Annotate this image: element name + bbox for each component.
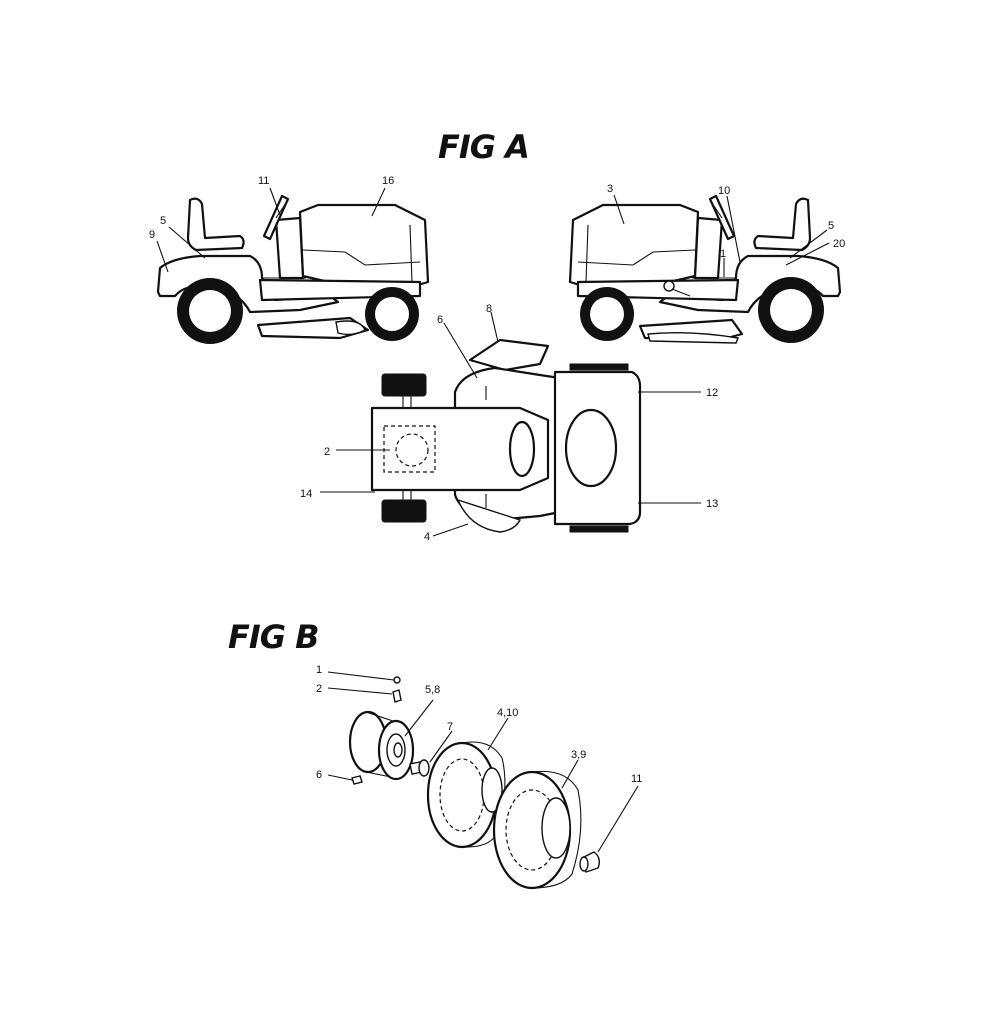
- callout-label: 3,9: [571, 749, 586, 761]
- callout-label: 4,10: [497, 707, 518, 719]
- callout-label: 11: [258, 175, 269, 187]
- tractor-right-view: [568, 194, 842, 344]
- callout-label: 14: [300, 488, 312, 500]
- fig-a-leaders: [156, 187, 830, 537]
- callout-label: 5,8: [425, 684, 440, 696]
- callout-label: 6: [437, 314, 443, 326]
- fig-a-callouts: 11 16 5 9 3 10 5 20 1 6 8 12 2 14 13 4: [149, 175, 845, 543]
- callout-label: 11: [631, 773, 642, 785]
- callout-label: 12: [706, 387, 718, 399]
- callout-label: 3: [607, 183, 613, 195]
- callout-label: 2: [316, 683, 322, 695]
- callout-label: 16: [382, 175, 394, 187]
- callout-label: 8: [486, 303, 492, 315]
- callout-label: 1: [316, 664, 322, 676]
- callout-label: 10: [718, 185, 730, 197]
- tractor-left-view: [156, 194, 430, 344]
- fig-a-title: FIG A: [438, 128, 529, 166]
- wheel-assembly: [348, 676, 601, 890]
- callout-label: 13: [706, 498, 718, 510]
- callout-label: 4: [424, 531, 430, 543]
- callout-label: 20: [833, 238, 845, 250]
- fig-b-title: FIG B: [228, 618, 319, 656]
- callout-label: 7: [447, 721, 453, 733]
- tractor-top-view: [370, 338, 642, 533]
- fig-b-callouts: 1 2 5,8 7 4,10 3,9 6 11: [316, 664, 642, 785]
- callout-label: 5: [828, 220, 834, 232]
- callout-label: 2: [324, 446, 330, 458]
- fig-b-leaders: [327, 671, 639, 853]
- callout-label: 1: [720, 248, 726, 260]
- callout-label: 6: [316, 769, 322, 781]
- callout-label: 5: [160, 215, 166, 227]
- callout-label: 9: [149, 229, 155, 241]
